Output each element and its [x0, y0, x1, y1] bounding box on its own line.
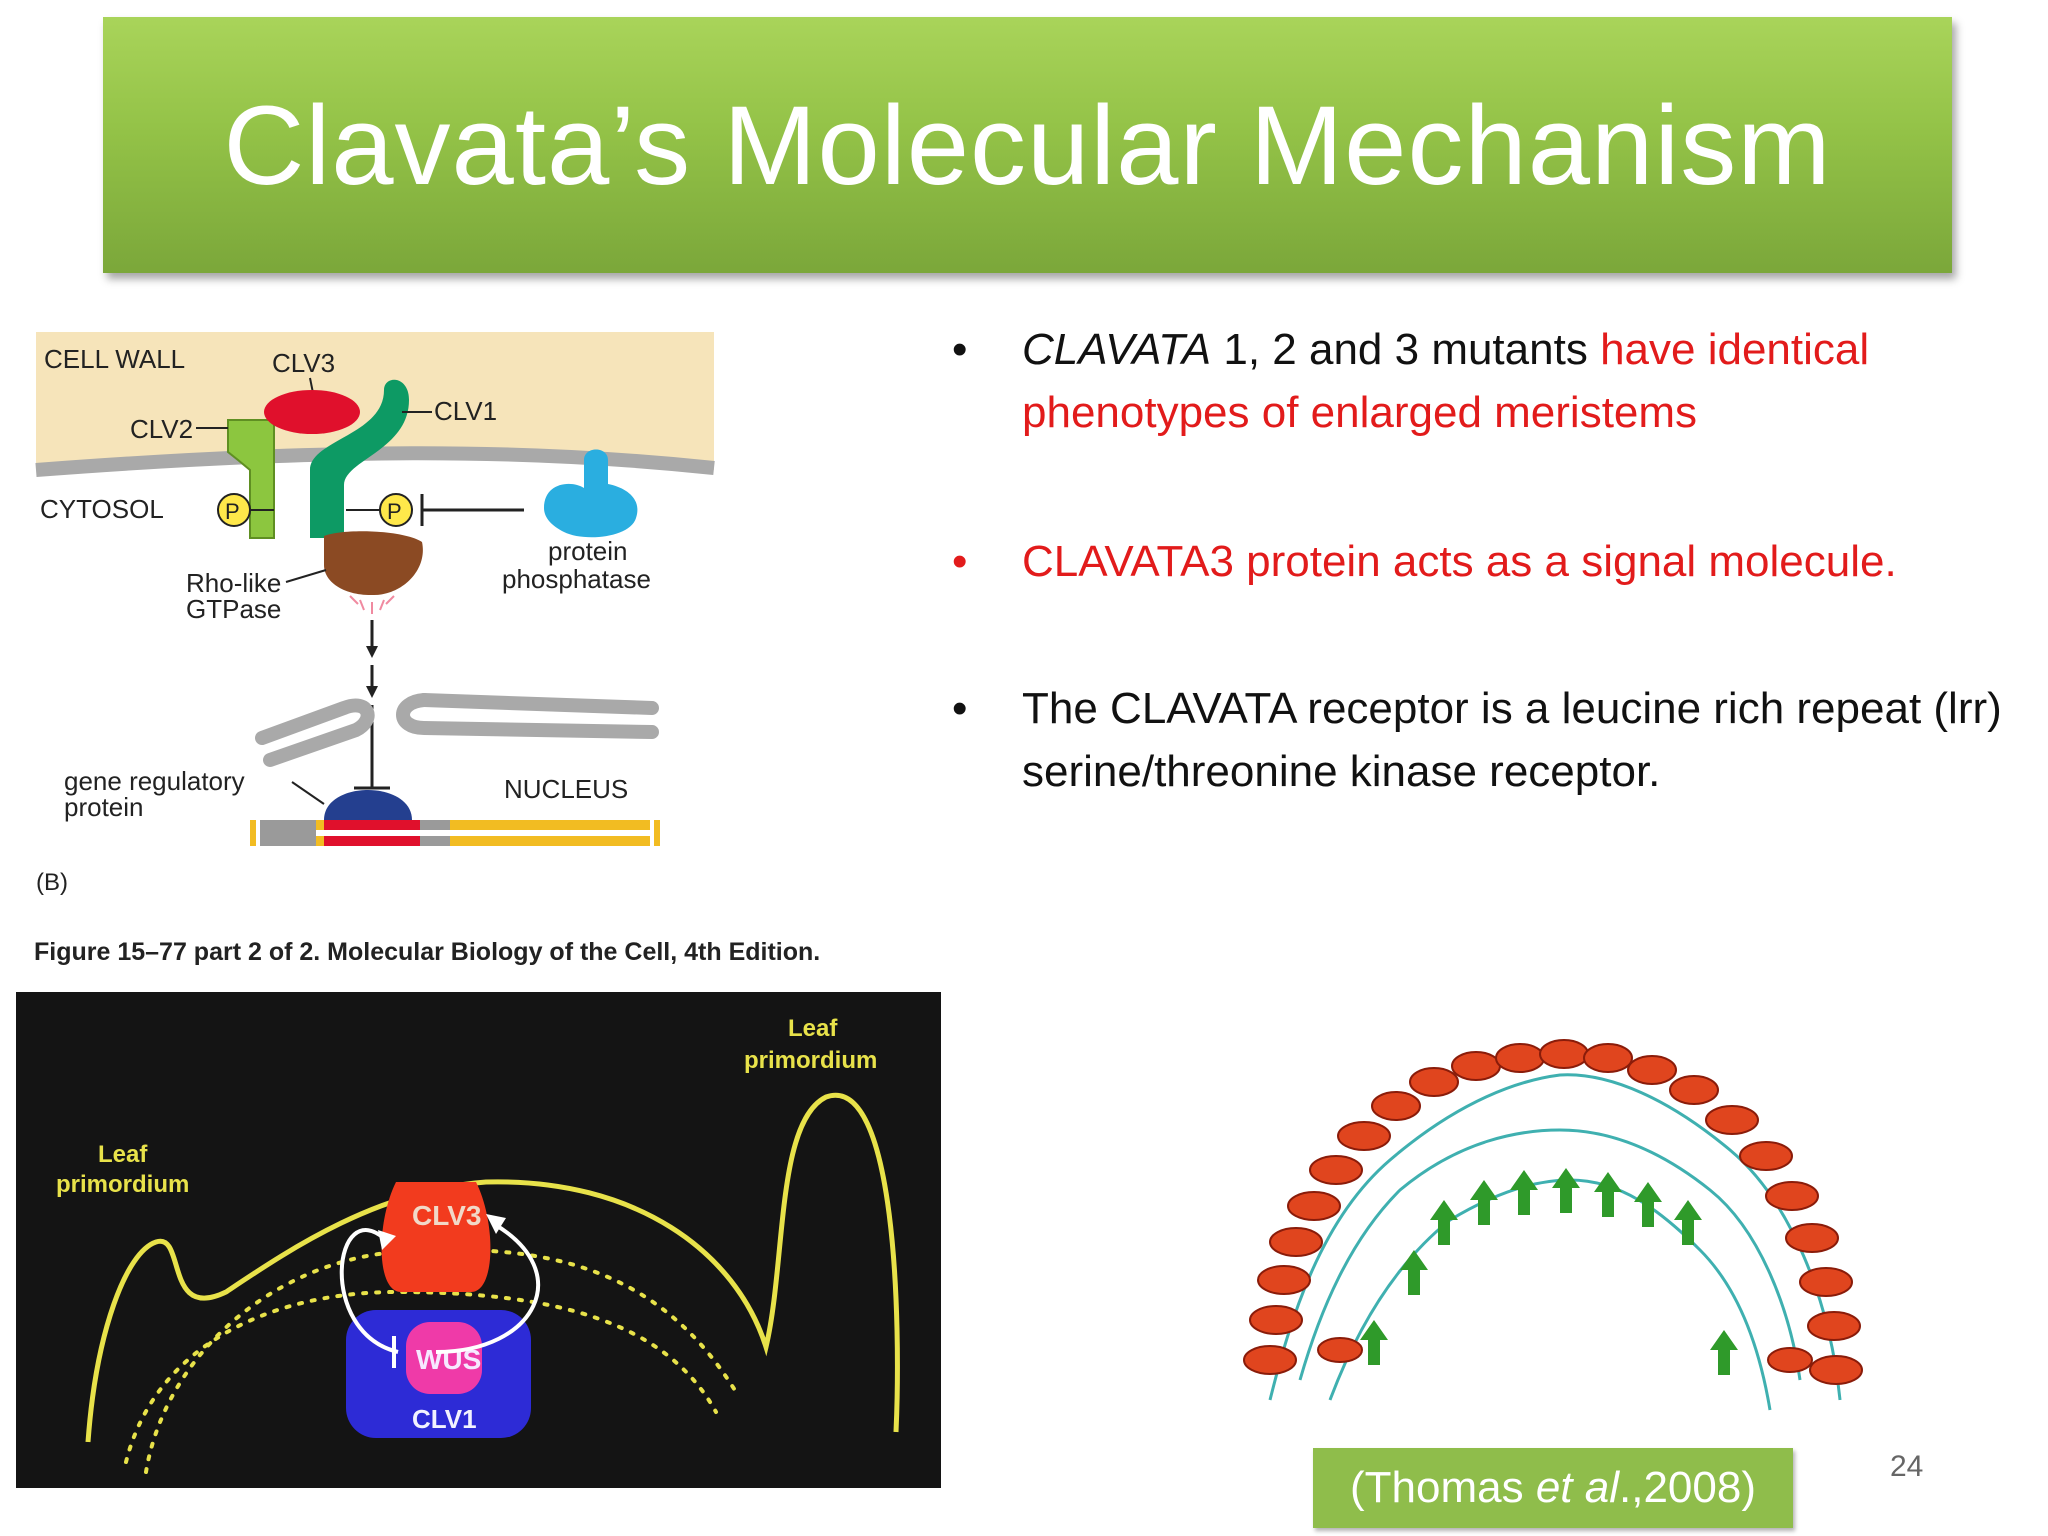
protein-phosphatase [544, 449, 638, 538]
inner-zone-outline-2 [124, 1289, 718, 1464]
gene-reg-label-1: gene regulatory [64, 766, 245, 796]
gene-reg-label-2: protein [64, 792, 144, 822]
gene-regulatory-protein [324, 790, 412, 820]
inner-zone-outline-1 [144, 1247, 738, 1474]
bullet-item-signal: • CLAVATA3 protein acts as a signal mole… [940, 530, 2020, 677]
clv3-zone-label: CLV3 [412, 1200, 482, 1231]
svg-text:P: P [225, 499, 240, 524]
cytosol-label: CYTOSOL [40, 494, 164, 524]
leaf-label-left: Leaf [98, 1141, 148, 1168]
primordium-label-left: primordium [56, 1171, 189, 1198]
nuclear-envelope [255, 698, 375, 767]
bullet-marker: • [952, 537, 968, 586]
bullet-list: • CLAVATA 1, 2 and 3 mutants have identi… [940, 318, 2020, 803]
clv1-label: CLV1 [434, 396, 497, 426]
alpha-helix-ribbons [1243, 1039, 1863, 1385]
leaf-label-right: Leaf [788, 1015, 838, 1042]
wus-zone [406, 1322, 482, 1394]
dna-strand [250, 820, 660, 846]
rho-gtpase [324, 531, 423, 596]
meristem-feedback-diagram: CLV3 WUS CLV1 Leaf primordium Leaf primo… [16, 992, 941, 1488]
svg-text:P: P [387, 499, 402, 524]
clv2-label: CLV2 [130, 414, 193, 444]
activation-arc [339, 1228, 399, 1354]
phosphatase-label-2: phosphatase [502, 564, 651, 594]
plasma-membrane [35, 446, 715, 477]
slide-title: Clavata’s Molecular Mechanism [223, 82, 1832, 208]
bullet-marker: • [952, 325, 968, 374]
bullet-item-receptor: • The CLAVATA receptor is a leucine rich… [940, 677, 2020, 803]
clv2-receptor [227, 419, 275, 539]
nucleus-label: NUCLEUS [504, 774, 628, 804]
panel-label: (B) [36, 869, 68, 896]
beta-sheet-arrows [1360, 1168, 1738, 1375]
meristem-outline [85, 1092, 900, 1443]
clv1-zone-label: CLV1 [412, 1404, 477, 1434]
lrr-protein-structure-image [1243, 1039, 1863, 1411]
primordium-label-right: primordium [744, 1047, 877, 1074]
clv3-zone [381, 1182, 491, 1292]
repression-arc [435, 1222, 540, 1354]
cell-wall-region [36, 332, 714, 470]
cell-wall-label: CELL WALL [44, 344, 185, 374]
bullet-marker: • [952, 684, 968, 733]
figure-caption: Figure 15–77 part 2 of 2. Molecular Biol… [34, 938, 820, 966]
clv3-ligand [264, 390, 360, 434]
citation-box: (Thomas et al.,2008) [1313, 1448, 1793, 1528]
title-banner: Clavata’s Molecular Mechanism [103, 17, 1952, 273]
clavata-signaling-diagram: CELL WALL CLV3 CLV2 CLV1 CYTOSOL P P pro… [34, 332, 820, 966]
bullet-item-mutants: • CLAVATA 1, 2 and 3 mutants have identi… [940, 318, 2020, 530]
rho-label-2: GTPase [186, 594, 281, 624]
clv1-receptor [310, 379, 409, 538]
phosphatase-label-1: protein [548, 536, 628, 566]
clv3-label: CLV3 [272, 348, 335, 378]
rho-label-1: Rho-like [186, 568, 281, 598]
slide-number: 24 [1890, 1450, 1924, 1483]
